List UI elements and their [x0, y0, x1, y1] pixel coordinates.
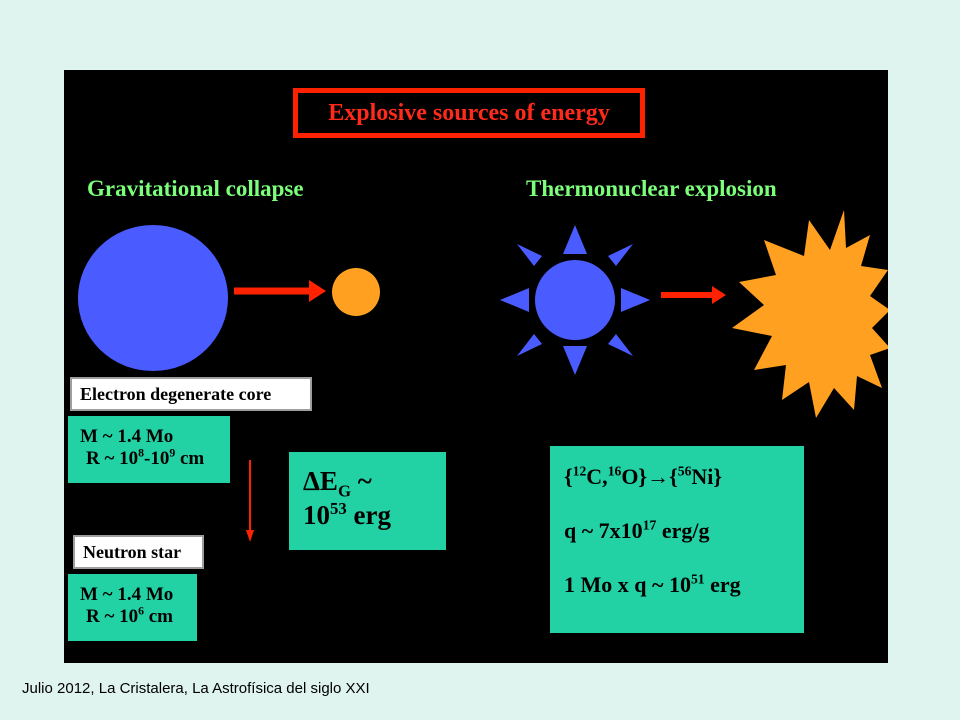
gravitational-collapse-heading: Gravitational collapse [87, 176, 304, 201]
compact-orange-core-shape [332, 268, 380, 316]
energy-delta: ΔEG ~ [303, 466, 372, 501]
thermonuclear-energy-box: {12C,16O}→{56Ni} q ~ 7x1017 erg/g 1 Mo x… [550, 446, 804, 633]
slide-title: Explosive sources of energy [293, 88, 645, 138]
thermonuclear-explosion-heading: Thermonuclear explosion [526, 176, 777, 201]
energy-value: 1053 erg [303, 499, 391, 530]
electron-core-label-text: Electron degenerate core [80, 383, 272, 404]
reaction-equation: {12C,16O}→{56Ni} [564, 463, 723, 489]
explosion-arrow-head [712, 286, 726, 304]
collapse-arrow-head [309, 280, 326, 302]
core-params-box: M ~ 1.4 Mo R ~ 108-109 cm [68, 416, 230, 483]
core-radius: R ~ 108-109 cm [86, 446, 205, 469]
large-blue-star-shape [78, 225, 228, 371]
total-energy: 1 Mo x q ~ 1051 erg [564, 571, 741, 597]
neutron-radius: R ~ 106 cm [86, 604, 174, 627]
energy-per-gram: q ~ 7x1017 erg/g [564, 517, 710, 543]
neutron-star-label-text: Neutron star [83, 541, 182, 562]
blue-sun-shape [500, 225, 650, 375]
core-mass: M ~ 1.4 Mo [80, 426, 174, 447]
gravitational-energy-box: ΔEG ~ 1053 erg [289, 452, 446, 550]
neutron-params-box: M ~ 1.4 Mo R ~ 106 cm [68, 574, 197, 641]
core-to-neutron-arrow-head [246, 530, 254, 542]
slide-title-text: Explosive sources of energy [328, 99, 610, 126]
neutron-star-label: Neutron star [73, 535, 204, 569]
electron-core-label: Electron degenerate core [70, 377, 312, 411]
orange-explosion-burst-shape [732, 210, 888, 418]
diagram-graphics [78, 210, 888, 542]
slide-panel: Explosive sources of energy Gravitationa… [64, 70, 888, 663]
slide-footer: Julio 2012, La Cristalera, La Astrofísic… [22, 680, 370, 697]
neutron-mass: M ~ 1.4 Mo [80, 584, 174, 605]
